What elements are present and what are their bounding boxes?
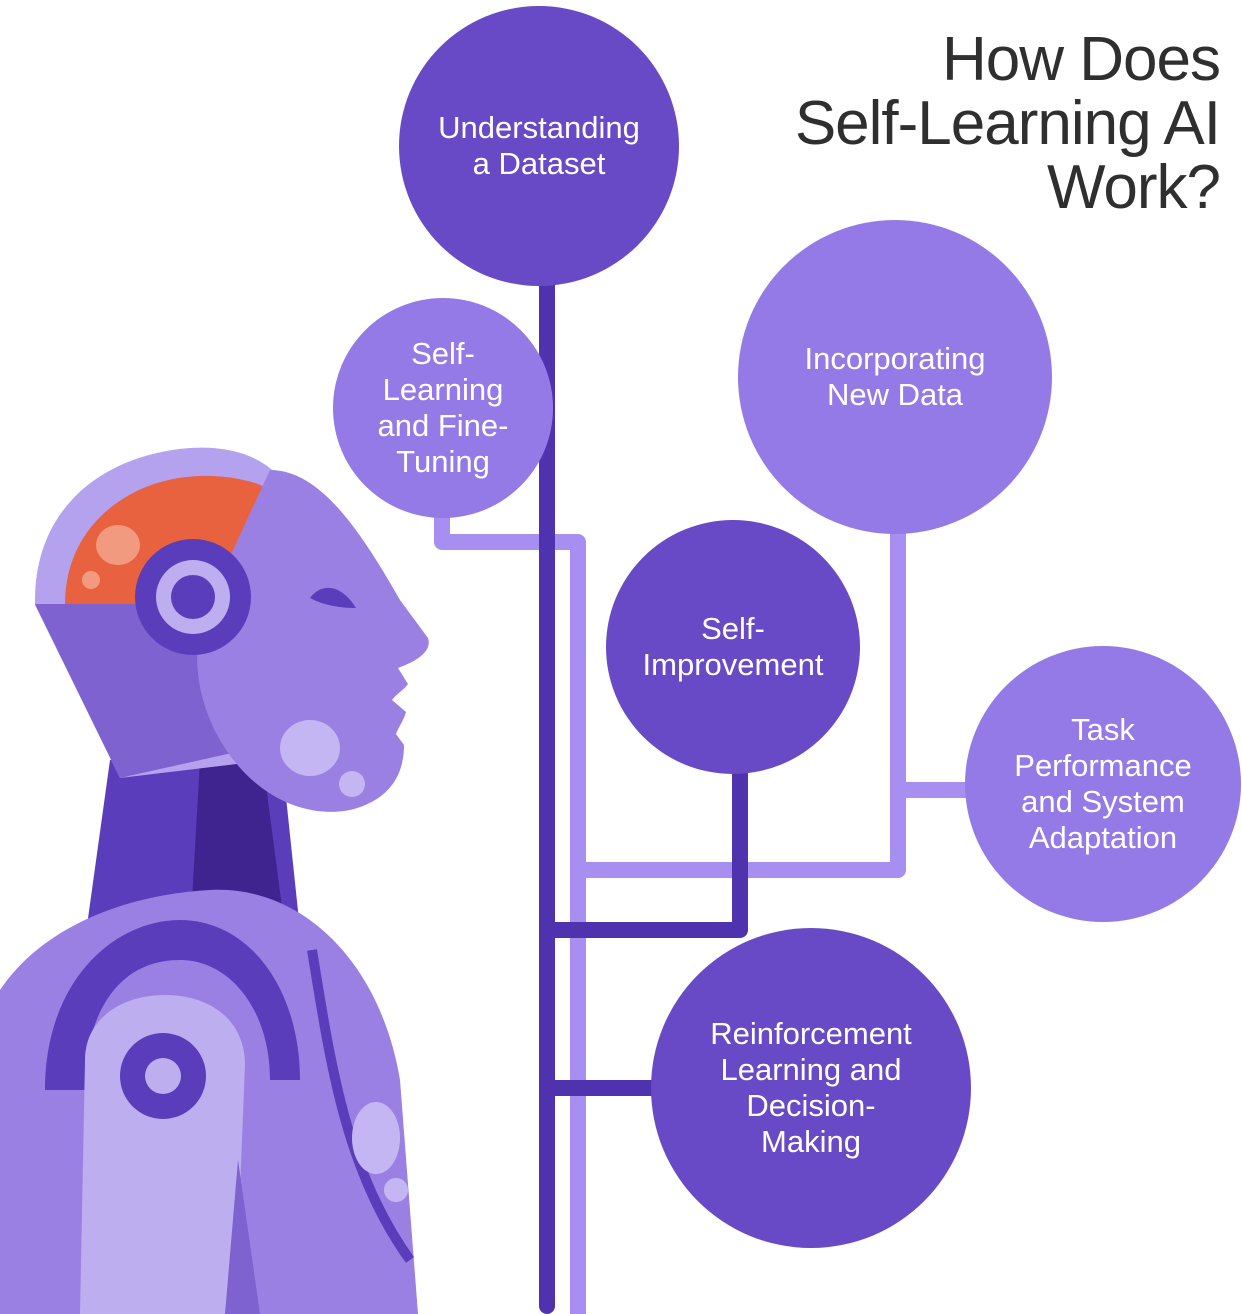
title-line-1: How Does (942, 25, 1221, 94)
node-label-line: Improvement (642, 647, 824, 682)
robot-face (197, 470, 429, 812)
robot-shoulder-ring (45, 920, 300, 1090)
node-self-improvement: Self- Improvement (606, 520, 860, 774)
node-label-line: a Dataset (472, 146, 606, 181)
node-label-line: Self- (411, 336, 475, 371)
node-self-learning-fine-tuning: Self- Learning and Fine- Tuning (333, 298, 553, 518)
node-label-line: Decision- (746, 1088, 876, 1123)
node-label-line: Self- (701, 611, 765, 646)
robot-cheek-highlight-dot (339, 771, 365, 797)
robot-ear-inner (171, 575, 215, 619)
connector-self-learning (434, 510, 586, 1314)
node-label-line: Task (1071, 712, 1135, 747)
node-label-line: Making (761, 1124, 861, 1159)
robot-brain-highlight (96, 525, 140, 565)
node-task-performance: Task Performance and System Adaptation (965, 646, 1241, 922)
node-label-line: Reinforcement (710, 1016, 912, 1051)
node-label-line: Learning (382, 372, 504, 407)
node-label-line: Understanding (438, 110, 640, 145)
page-title: How Does Self-Learning AI Work? (660, 25, 1221, 222)
node-label-line: and System (1021, 784, 1185, 819)
node-label-line: Learning and (720, 1052, 902, 1087)
node-label-line: Incorporating (804, 341, 986, 376)
robot-body-highlight-dot (384, 1178, 408, 1202)
robot-illustration (0, 447, 429, 1314)
node-label-line: New Data (826, 377, 964, 412)
node-reinforcement-learning: Reinforcement Learning and Decision- Mak… (651, 928, 971, 1248)
node-label-line: and Fine- (377, 408, 509, 443)
robot-body-highlight (352, 1102, 400, 1174)
robot-back-line (307, 949, 415, 1263)
connector-self-improvement (547, 770, 748, 938)
robot-arm-shade (225, 1160, 260, 1314)
robot-eye (310, 587, 356, 608)
node-label-line: Performance (1014, 748, 1192, 783)
robot-cheek-highlight (280, 720, 340, 776)
robot-shoulder-joint-inner (145, 1058, 181, 1094)
node-label-line: Tuning (396, 444, 490, 479)
title-line-2: Self-Learning AI (794, 89, 1221, 158)
title-line-3: Work? (1046, 153, 1221, 222)
connector-incorporating (578, 530, 906, 878)
node-understanding-dataset: Understanding a Dataset (399, 6, 679, 286)
robot-brain-highlight-dot (82, 571, 100, 589)
node-incorporating-new-data: Incorporating New Data (738, 220, 1052, 534)
node-label-line: Adaptation (1028, 820, 1178, 855)
